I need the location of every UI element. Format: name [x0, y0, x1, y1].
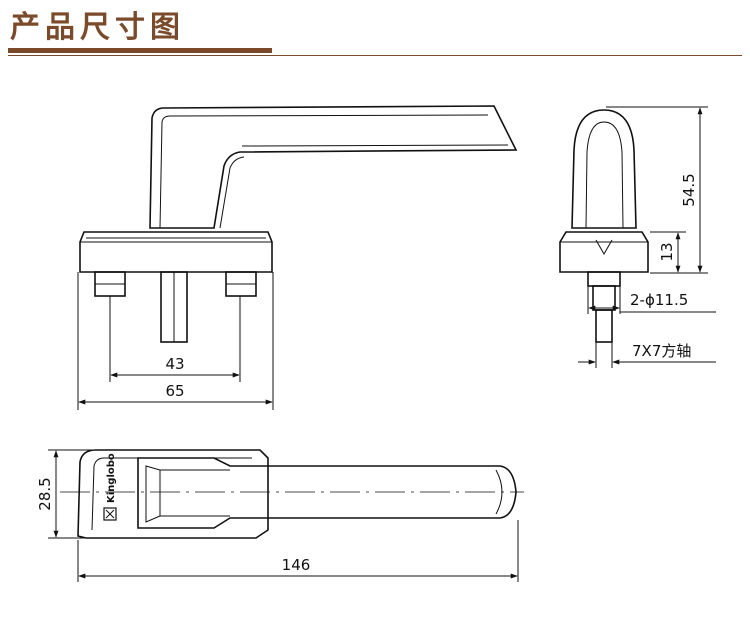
top-view: [60, 449, 524, 539]
dim-front-inner: 43: [165, 355, 184, 373]
side-neck: [587, 271, 621, 287]
side-grip-inner: [585, 121, 624, 229]
front-lever-edge-3: [219, 156, 245, 229]
brand-logo: Kinglobo: [103, 453, 117, 521]
front-lever-edge-2: [241, 144, 509, 147]
brand-logo-text: Kinglobo: [106, 453, 117, 503]
top-rosette-inner: [91, 457, 252, 531]
title-underline-thin: [8, 55, 742, 56]
side-spindle-collar: [592, 285, 616, 311]
front-view: [79, 105, 518, 343]
side-base: [559, 231, 649, 273]
side-dimensions: [578, 106, 716, 368]
dim-spindle: 7X7方轴: [632, 342, 691, 360]
dim-top-width: 28.5: [36, 477, 54, 510]
top-lever-inner: [145, 465, 161, 523]
dim-side-height: 54.5: [680, 173, 698, 206]
dim-side-base: 13: [658, 242, 676, 261]
top-lever: [137, 457, 517, 529]
top-dimensions: [48, 449, 519, 582]
dim-front-outer: 65: [165, 382, 184, 400]
front-lever-edge: [159, 114, 489, 229]
front-lever: [149, 105, 518, 229]
dim-screw-holes: 2-ϕ11.5: [630, 291, 688, 309]
front-dimensions: [77, 272, 274, 410]
side-view: [559, 109, 649, 343]
page-title: 产品尺寸图: [10, 10, 185, 45]
side-spindle: [595, 309, 613, 343]
dim-top-length: 146: [282, 556, 311, 574]
side-grip: [571, 109, 637, 229]
side-base-notch: [595, 239, 613, 256]
title-underline-thick: [8, 48, 272, 53]
